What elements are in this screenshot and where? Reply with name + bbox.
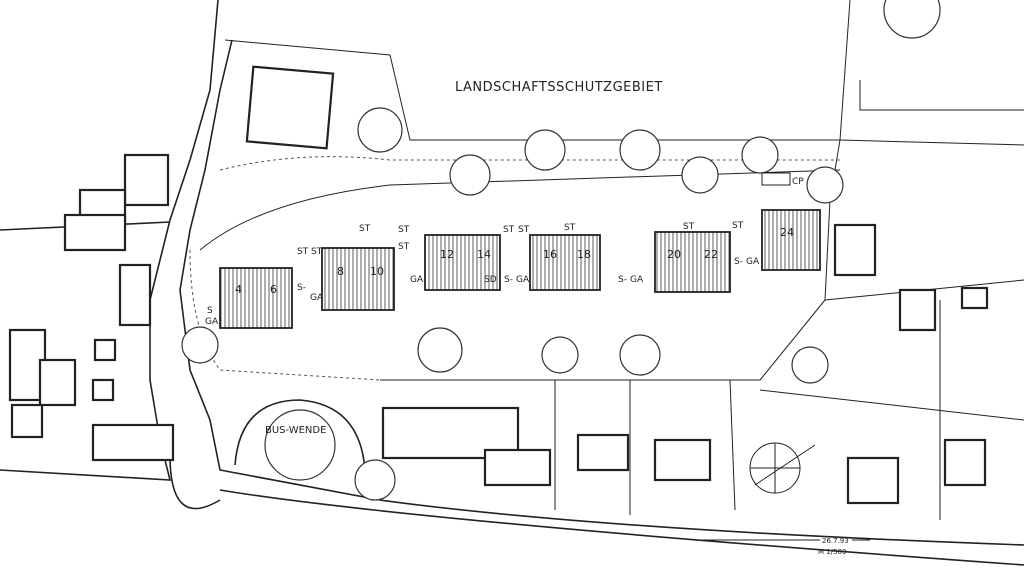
- house-number: 14: [477, 248, 491, 261]
- house-number: 8: [337, 265, 344, 278]
- house-number: 22: [704, 248, 718, 261]
- garage-label: GA: [205, 317, 219, 327]
- parking-label: ST: [683, 222, 695, 232]
- neighbour-buildings: [8, 65, 989, 505]
- house-number: 16: [543, 248, 557, 261]
- house-number: 20: [667, 248, 681, 261]
- parking-label: ST: [503, 225, 515, 235]
- storage-label: S-: [618, 275, 627, 285]
- parking-label: ST: [518, 225, 530, 235]
- garage-label: GA: [516, 275, 530, 285]
- title-block: 26.7.93 M 1/500: [700, 537, 870, 556]
- garage-label: GA: [746, 257, 760, 267]
- house-number: 12: [440, 248, 454, 261]
- storage-label: S: [207, 306, 213, 316]
- drawing-scale: M 1/500: [818, 548, 846, 556]
- plan-labels: ST ST ST ST ST ST ST ST ST ST S GA S- GA…: [205, 177, 804, 327]
- parking-label: ST: [732, 221, 744, 231]
- house-number: 4: [235, 283, 242, 296]
- drawing-date: 26.7.93: [822, 537, 849, 545]
- parking-label: ST: [564, 223, 576, 233]
- sd-label: SD: [484, 275, 497, 285]
- site-boundary: [189, 0, 1024, 520]
- parking-label: ST: [297, 247, 309, 257]
- house-number: 6: [270, 283, 277, 296]
- house-number: 10: [370, 265, 384, 278]
- house-numbers: 4 6 8 10 12 14 16 18 20 22 24: [235, 226, 794, 296]
- parking-label: ST: [311, 247, 323, 257]
- parking-label: ST: [398, 225, 410, 235]
- house-number: 18: [577, 248, 591, 261]
- trees: [181, 0, 941, 501]
- storage-label: S-: [734, 257, 743, 267]
- garage-label: GA: [310, 293, 324, 303]
- parking-label: ST: [359, 224, 371, 234]
- bus-turnaround-label: BUS-WENDE: [265, 425, 326, 436]
- houses: [219, 172, 821, 329]
- landscape-protection-area-label: LANDSCHAFTSSCHUTZGEBIET: [455, 80, 663, 95]
- north-arrow-icon: [749, 442, 816, 494]
- garage-label: GA: [630, 275, 644, 285]
- house-number: 24: [780, 226, 794, 239]
- storage-label: S-: [504, 275, 513, 285]
- carport-label: CP: [792, 177, 804, 187]
- storage-label: S-: [297, 283, 306, 293]
- garage-label: GA: [410, 275, 424, 285]
- parking-label: ST: [398, 242, 410, 252]
